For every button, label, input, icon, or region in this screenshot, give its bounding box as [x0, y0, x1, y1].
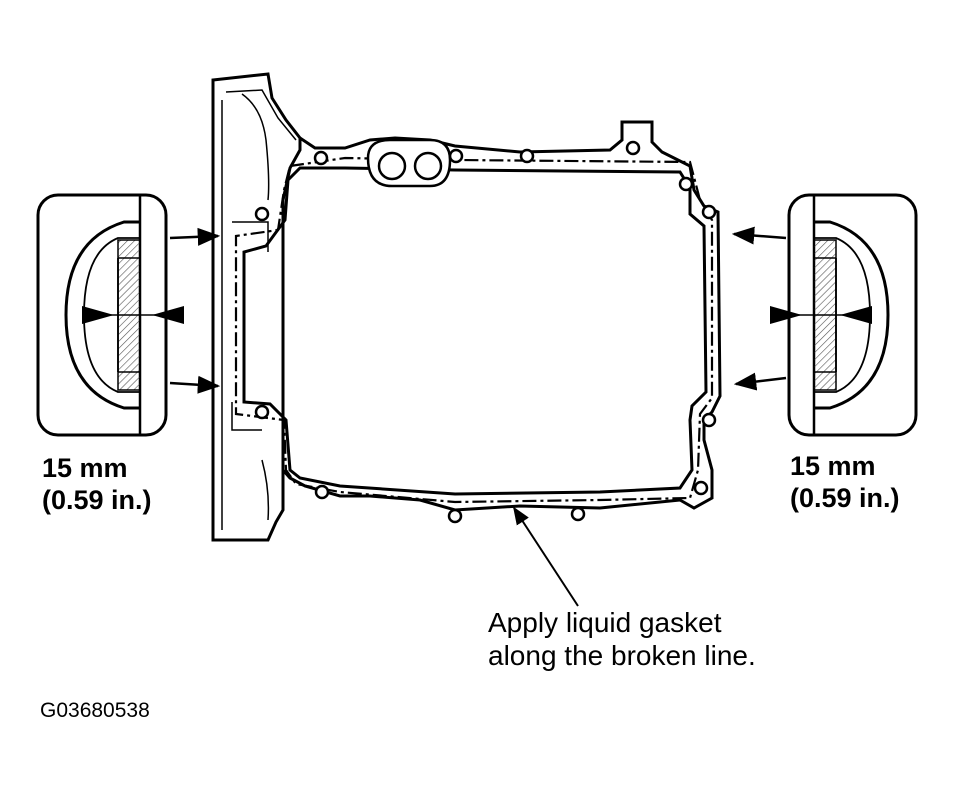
pan-inner-opening [242, 166, 708, 496]
right-pointer-arrows [731, 226, 787, 391]
left-dimension-imperial: (0.59 in.) [42, 485, 152, 515]
left-dimension-arrows [82, 306, 184, 324]
liquid-gasket-callout: Apply liquid gasket along the broken lin… [488, 606, 756, 672]
front-flange [211, 72, 302, 542]
left-dimension-value: 15 mm [42, 453, 128, 483]
pan-outer-outline [281, 120, 722, 512]
liquid-gasket-bead [234, 156, 714, 504]
right-dimension-label: 15 mm (0.59 in.) [790, 450, 900, 514]
right-dimension-value: 15 mm [790, 451, 876, 481]
left-pointer-arrows [169, 227, 221, 394]
callout-line-2: along the broken line. [488, 640, 756, 671]
twin-boss [366, 138, 452, 188]
callout-leader [513, 506, 579, 607]
oil-pan-body [211, 72, 722, 542]
right-dimension-imperial: (0.59 in.) [790, 483, 900, 513]
bolt-holes [254, 140, 717, 524]
callout-line-1: Apply liquid gasket [488, 607, 722, 638]
figure-code: G03680538 [40, 699, 150, 722]
left-dimension-label: 15 mm (0.59 in.) [42, 452, 152, 516]
right-dimension-arrows [770, 306, 872, 324]
left-detail-view [36, 193, 180, 437]
